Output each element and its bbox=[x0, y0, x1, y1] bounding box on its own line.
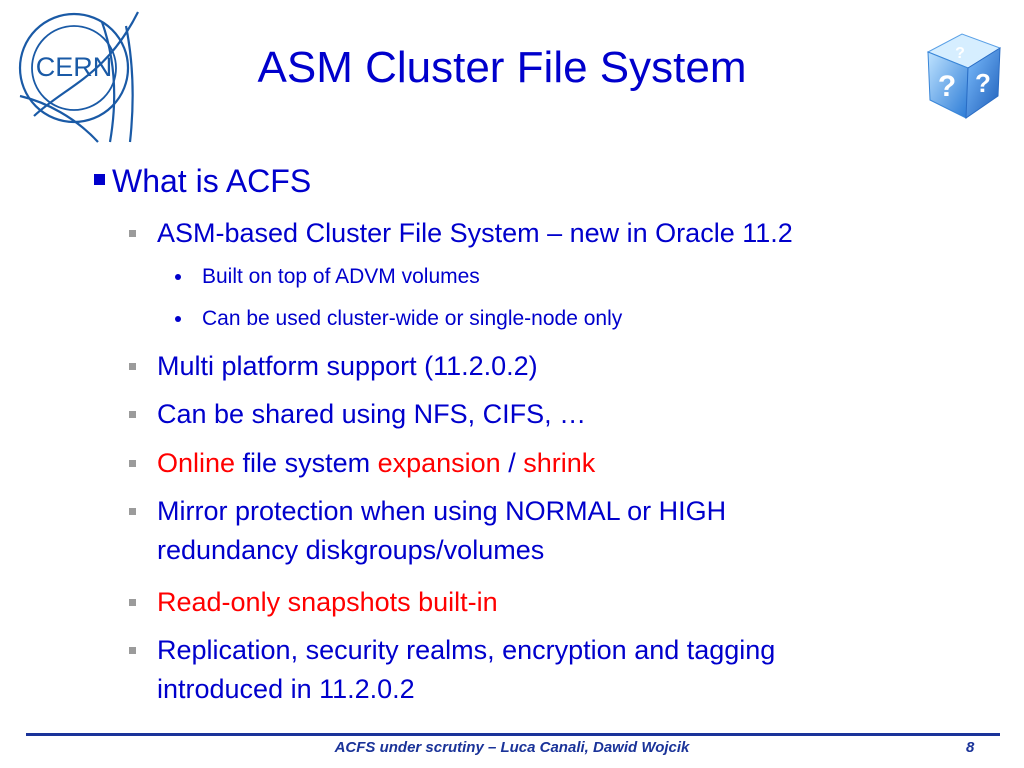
bullet-level2: Read-only snapshots built-in bbox=[129, 583, 498, 622]
question-dice-icon: ? ? ? bbox=[926, 33, 1002, 119]
square-bullet-icon bbox=[129, 647, 136, 654]
svg-text:?: ? bbox=[955, 45, 965, 62]
square-bullet-icon bbox=[129, 508, 136, 515]
square-bullet-icon bbox=[129, 599, 136, 606]
bullet-level2: Online file system expansion / shrink bbox=[129, 444, 596, 483]
bullet-level2: Replication, security realms, encryption… bbox=[129, 631, 775, 709]
footer-divider bbox=[26, 733, 1000, 736]
bullet-level2: Mirror protection when using NORMAL or H… bbox=[129, 492, 726, 570]
highlight-expansion: expansion bbox=[377, 448, 501, 478]
svg-text:CERN: CERN bbox=[36, 52, 113, 82]
bullet-level2: ASM-based Cluster File System – new in O… bbox=[129, 214, 793, 253]
bullet-level1: What is ACFS bbox=[94, 160, 311, 202]
page-number: 8 bbox=[966, 739, 975, 756]
svg-text:?: ? bbox=[938, 70, 956, 103]
square-bullet-icon bbox=[94, 174, 105, 185]
bullet-level2: Can be shared using NFS, CIFS, … bbox=[129, 395, 586, 434]
square-bullet-icon bbox=[129, 363, 136, 370]
highlight-online: Online bbox=[157, 448, 236, 478]
bullet-level3: Built on top of ADVM volumes bbox=[175, 262, 480, 292]
footer-text: ACFS under scrutiny – Luca Canali, Dawid… bbox=[334, 739, 690, 756]
svg-text:?: ? bbox=[975, 68, 991, 98]
square-bullet-icon bbox=[129, 230, 136, 237]
dot-bullet-icon bbox=[175, 274, 181, 280]
cern-logo-icon: CERN bbox=[18, 11, 139, 143]
square-bullet-icon bbox=[129, 411, 136, 418]
dot-bullet-icon bbox=[175, 316, 181, 322]
bullet-level2: Multi platform support (11.2.0.2) bbox=[129, 347, 538, 386]
bullet-level3: Can be used cluster-wide or single-node … bbox=[175, 304, 622, 334]
highlight-shrink: shrink bbox=[523, 448, 596, 478]
square-bullet-icon bbox=[129, 460, 136, 467]
slide-title: ASM Cluster File System bbox=[257, 43, 747, 92]
